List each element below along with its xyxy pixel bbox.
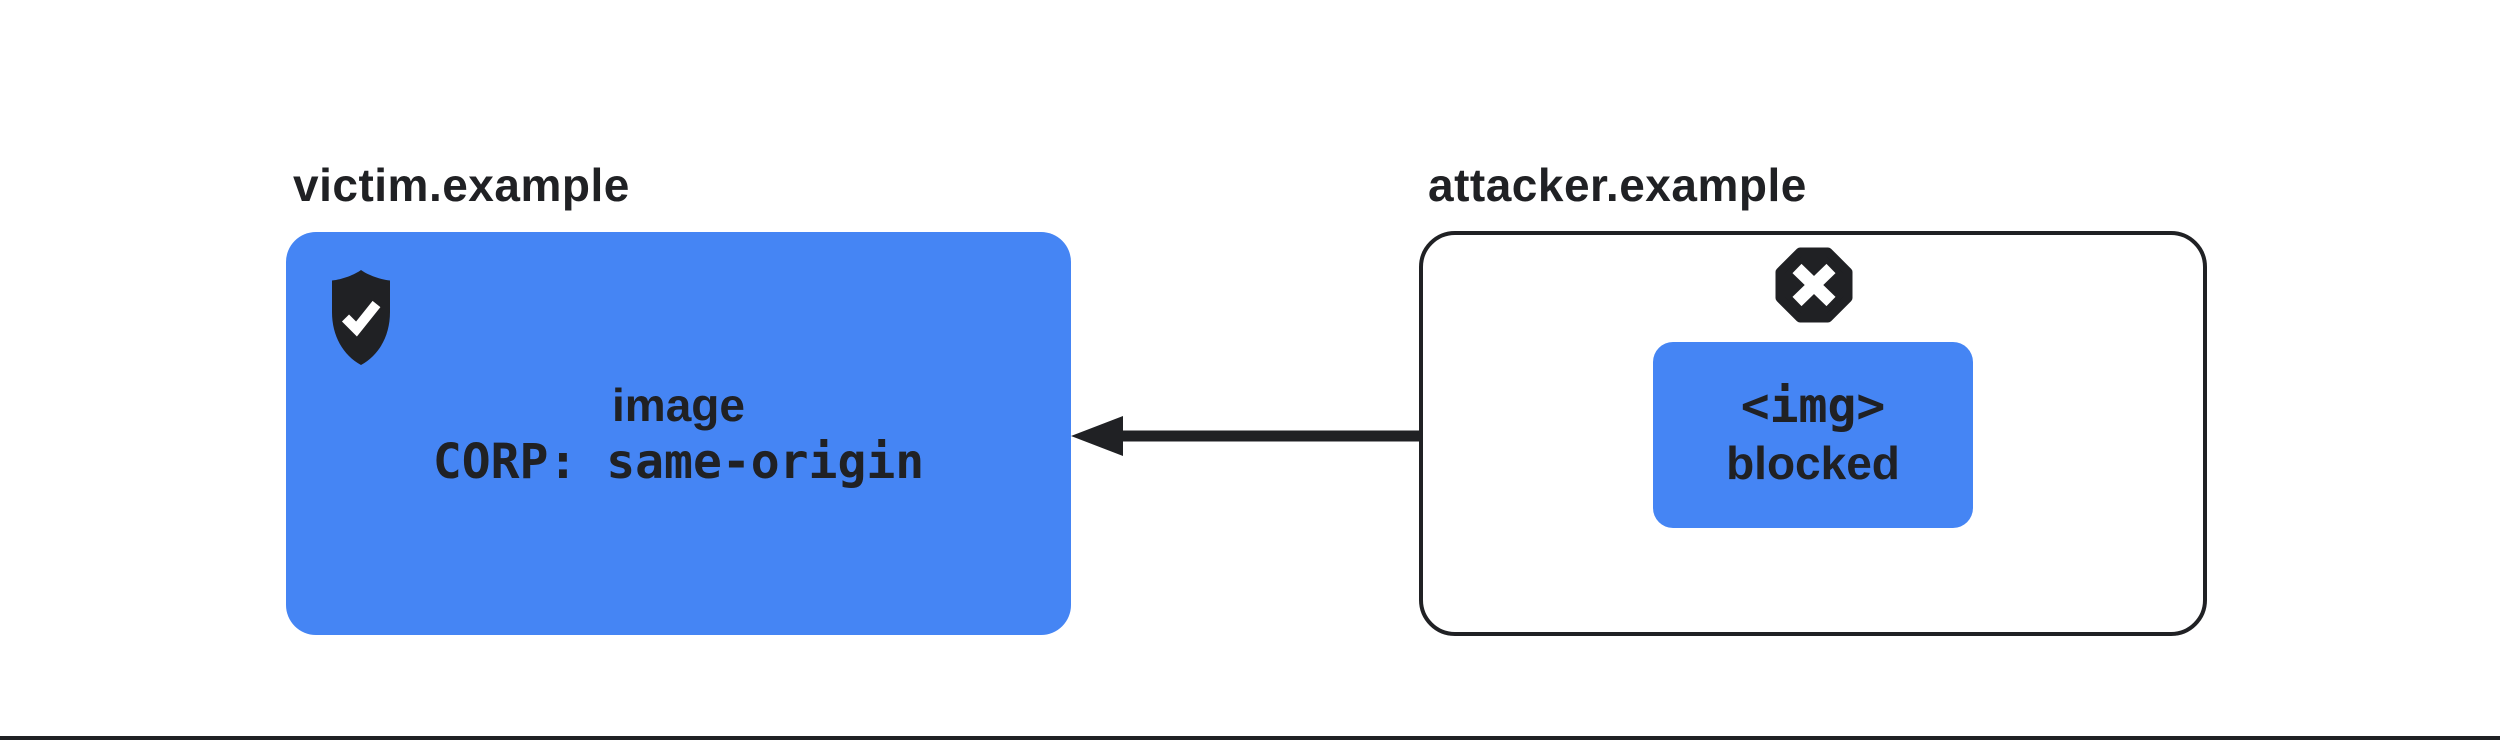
- blocked-img-element-box: <img> blocked: [1653, 342, 1973, 528]
- img-tag-text: <img>: [1740, 378, 1886, 434]
- corp-header-text: CORP: same-origin: [432, 433, 925, 490]
- blocked-status-text: blocked: [1726, 437, 1900, 489]
- bottom-divider: [0, 736, 2500, 740]
- shield-check-icon: [329, 270, 393, 365]
- blocked-octagon-icon: [1775, 247, 1853, 323]
- attacker-domain-label: attacker.example: [1428, 159, 1807, 211]
- resource-type-text: image: [612, 378, 745, 431]
- victim-domain-label: victim.example: [293, 159, 630, 211]
- victim-resource-box: image CORP: same-origin: [286, 232, 1071, 635]
